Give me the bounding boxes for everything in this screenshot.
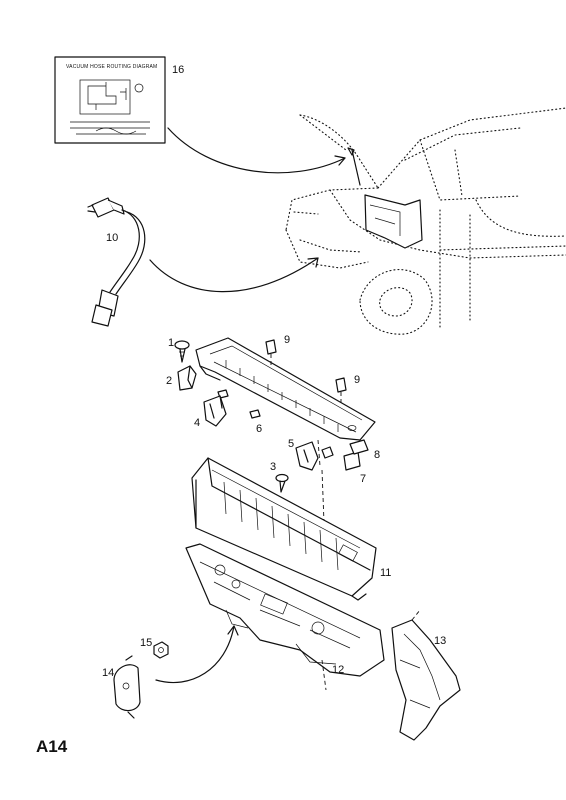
callout-15: 15: [140, 637, 152, 649]
callout-9-upper: 9: [284, 334, 290, 346]
nut-part: [153, 641, 169, 659]
callout-11: 11: [380, 567, 391, 579]
cap-part-lower: [335, 377, 347, 404]
sensor-cable-part: [87, 197, 146, 327]
callout-13: 13: [434, 635, 446, 647]
cowl-panel-part: [195, 337, 376, 441]
callout-7: 7: [360, 473, 366, 485]
callout-16: 16: [172, 64, 184, 76]
callout-5: 5: [288, 438, 294, 450]
callout-3: 3: [270, 461, 276, 473]
callout-8: 8: [374, 449, 380, 461]
arrow-to-panel: [155, 625, 235, 684]
screw-part-3: [275, 473, 289, 493]
bulkhead-panel-part: [185, 543, 385, 691]
mounting-plate-part: [113, 655, 141, 719]
callout-4: 4: [194, 417, 200, 429]
vehicle-front-view: [285, 107, 566, 335]
callout-1: 1: [168, 337, 174, 349]
callout-10: 10: [106, 232, 118, 244]
page-code: A14: [36, 737, 68, 756]
bracket-part: [203, 395, 227, 427]
callout-2: 2: [166, 375, 172, 387]
callout-12: 12: [332, 664, 344, 676]
arrow-to-engine-bay: [149, 257, 319, 293]
bracket-part-5: [295, 441, 319, 471]
clip-part: [177, 365, 197, 391]
clip-part-8: [349, 439, 369, 455]
screw-part: [174, 340, 190, 363]
cap-part-upper: [265, 339, 277, 368]
callout-14: 14: [102, 667, 114, 679]
vacuum-hose-label-part: VACUUM HOSE ROUTING DIAGRAM: [54, 56, 166, 144]
vacuum-label-heading: VACUUM HOSE ROUTING DIAGRAM: [66, 64, 157, 70]
callout-6: 6: [256, 423, 262, 435]
small-fastener-b: [249, 409, 261, 419]
callout-9-lower: 9: [354, 374, 360, 386]
plenum-box-part: [191, 457, 377, 601]
arrow-to-hood: [167, 127, 346, 174]
side-pillar-part: [391, 609, 461, 741]
